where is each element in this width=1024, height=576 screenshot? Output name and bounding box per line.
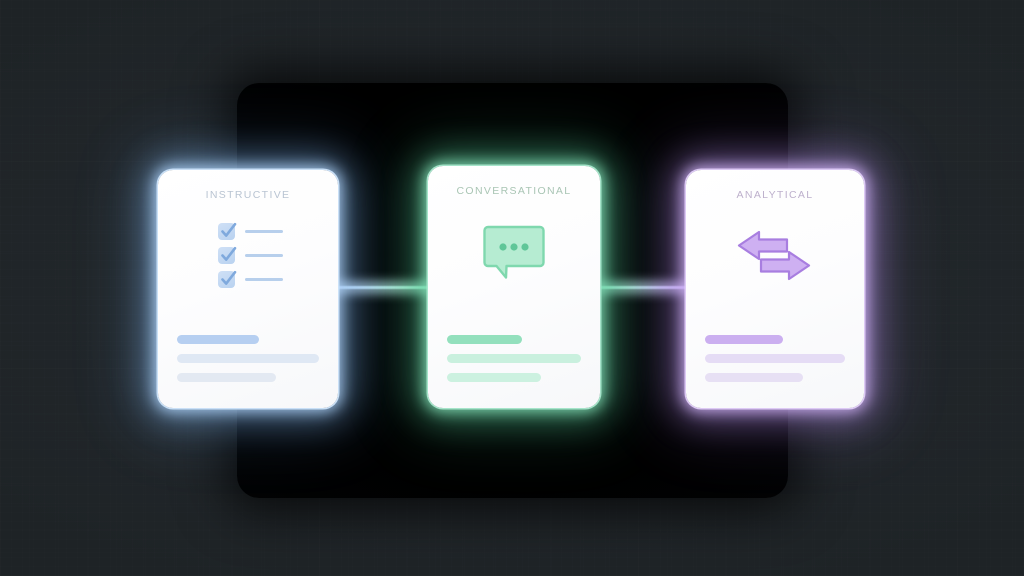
checkbox-icon xyxy=(217,246,236,264)
text-bar xyxy=(177,373,277,382)
checklist-icon xyxy=(217,222,283,288)
card-conversational-body: CONVERSATIONAL xyxy=(428,166,600,408)
card-analytical-icon-area xyxy=(686,217,864,295)
card-conversational-text-bars xyxy=(428,335,600,382)
text-bar xyxy=(447,373,541,382)
checklist-row xyxy=(217,246,283,264)
bidirectional-arrows-icon xyxy=(737,228,813,284)
checklist-line xyxy=(244,278,283,281)
card-analytical-title: ANALYTICAL xyxy=(736,189,814,201)
card-instructive-body: INSTRUCTIVE xyxy=(158,170,338,408)
checkbox-icon xyxy=(217,270,236,288)
text-bar xyxy=(705,335,784,344)
card-analytical[interactable]: ANALYTICAL xyxy=(686,170,864,408)
checklist-line xyxy=(244,254,283,257)
card-instructive[interactable]: INSTRUCTIVE xyxy=(158,170,338,408)
text-bar xyxy=(177,354,319,363)
text-bar xyxy=(177,335,260,344)
card-analytical-body: ANALYTICAL xyxy=(686,170,864,408)
text-bar xyxy=(447,335,523,344)
checklist-row xyxy=(217,270,283,288)
card-conversational-icon-area xyxy=(428,213,600,291)
card-instructive-icon-area xyxy=(158,217,338,295)
card-conversational[interactable]: CONVERSATIONAL xyxy=(428,166,600,408)
card-instructive-text-bars xyxy=(158,335,338,382)
connector-instructive-to-conversational xyxy=(330,286,434,289)
card-analytical-text-bars xyxy=(686,335,864,382)
connector-conversational-to-analytical xyxy=(594,286,692,289)
speech-bubble-icon xyxy=(483,223,545,281)
checklist-row xyxy=(217,222,283,240)
checklist-line xyxy=(244,230,283,233)
card-instructive-title: INSTRUCTIVE xyxy=(205,189,291,201)
text-bar xyxy=(447,354,581,363)
text-bar xyxy=(705,354,845,363)
card-conversational-title: CONVERSATIONAL xyxy=(456,185,572,197)
checkbox-icon xyxy=(217,222,236,240)
text-bar xyxy=(705,373,803,382)
